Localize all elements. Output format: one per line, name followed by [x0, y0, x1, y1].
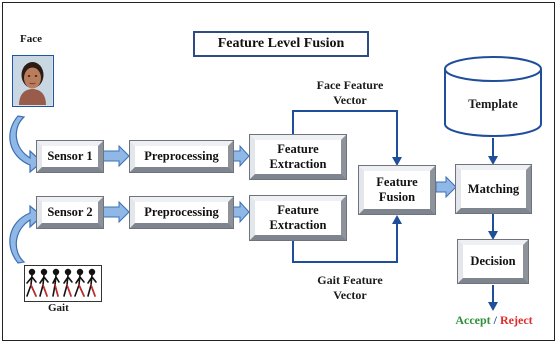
cylinder-database-icon [444, 56, 542, 137]
sensor-1-label: Sensor 1 [42, 146, 98, 167]
diagram-title: Feature Level Fusion [193, 31, 369, 57]
feature-extraction-2-label-line2: Extraction [269, 218, 327, 232]
arrow-sensor2-preproc [102, 200, 130, 224]
gait-feature-vector-line2: Vector [333, 288, 367, 302]
diagram-frame [2, 2, 555, 341]
template-label: Template [468, 97, 518, 111]
feature-extraction-2-block: Feature Extraction [250, 196, 346, 240]
sensor-2-label: Sensor 2 [42, 202, 98, 223]
preprocessing-2-block: Preprocessing [130, 197, 233, 228]
feature-fusion-label-line2: Fusion [378, 190, 416, 204]
decision-block: Decision [458, 240, 528, 283]
gait-feature-vector-label: Gait Feature Vector [300, 273, 400, 303]
face-feature-vector-line1: Face Feature [316, 78, 384, 92]
matching-block: Matching [456, 165, 531, 213]
arrow-fusion-matching [435, 175, 457, 199]
feature-extraction-1-label-line1: Feature [277, 142, 319, 156]
preprocessing-1-block: Preprocessing [130, 141, 233, 172]
connector-extract2-fusion [292, 215, 402, 263]
feature-fusion-block: Feature Fusion [359, 166, 435, 214]
sensor-2-block: Sensor 2 [37, 197, 103, 228]
feature-extraction-1-block: Feature Extraction [250, 135, 346, 179]
feature-extraction-1-label-line2: Extraction [269, 157, 327, 171]
feature-fusion-label-line1: Feature [376, 175, 418, 189]
sensor-1-block: Sensor 1 [37, 141, 103, 172]
decision-label: Decision [463, 245, 523, 278]
outcome-separator: / [490, 313, 501, 327]
face-curve-arrow [9, 115, 43, 174]
accept-label: Accept [455, 313, 491, 327]
connector-extract1-fusion [292, 110, 402, 166]
arrow-preproc2-extract [232, 200, 250, 224]
arrow-sensor1-preproc [102, 144, 130, 168]
gait-label: Gait [48, 302, 69, 314]
matching-label: Matching [461, 170, 526, 208]
gait-curve-arrow [9, 204, 43, 264]
walking-figures-icon [24, 265, 102, 302]
reject-label: Reject [500, 313, 533, 327]
face-feature-vector-line2: Vector [333, 93, 367, 107]
feature-extraction-2-label-line1: Feature [277, 203, 319, 217]
face-feature-vector-label: Face Feature Vector [300, 78, 400, 108]
gait-feature-vector-line1: Gait Feature [317, 273, 383, 287]
preprocessing-1-label: Preprocessing [135, 146, 228, 167]
decision-outcome: Accept / Reject [438, 313, 550, 328]
preprocessing-2-label: Preprocessing [135, 202, 228, 223]
arrow-preproc1-extract [232, 144, 250, 168]
face-photo-icon [12, 55, 54, 107]
face-label: Face [20, 33, 42, 45]
